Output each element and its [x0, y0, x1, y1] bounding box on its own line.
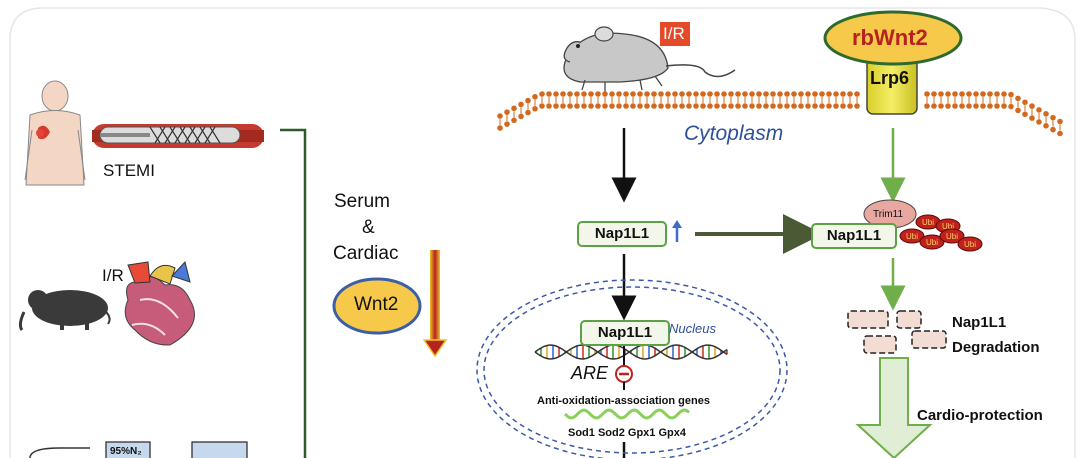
nap1l1-bound-box: Nap1L1	[811, 223, 897, 249]
svg-text:Ubi: Ubi	[906, 232, 918, 241]
bracket-line	[280, 128, 307, 458]
svg-text:Ubi: Ubi	[946, 232, 958, 241]
degraded-fragments	[847, 310, 947, 354]
mouse-silhouette-icon	[18, 290, 111, 331]
nucleus-inner	[483, 286, 781, 454]
are-label: ARE	[571, 363, 609, 383]
svg-text:Ubi: Ubi	[926, 238, 938, 247]
ir-model-label: I/R	[102, 266, 124, 285]
gas-label: 95%N₂	[110, 446, 142, 457]
ampersand-label: &	[362, 217, 375, 238]
nucleus-outer	[476, 279, 788, 458]
ir-badge	[660, 22, 690, 46]
degradation-label-line1: Nap1L1	[952, 314, 1007, 331]
gene-wave	[563, 408, 690, 420]
wnt2-down-arrow	[422, 250, 448, 358]
wnt2-label: Wnt2	[354, 294, 399, 315]
cytoplasm-label: Cytoplasm	[684, 122, 784, 145]
dna-helix	[534, 344, 728, 360]
increase-arrow-icon	[672, 220, 682, 242]
frame-outline	[9, 7, 1076, 458]
genes-list: Sod1 Sod2 Gpx1 Gpx4	[568, 427, 686, 439]
cardioprotection-arrow	[855, 357, 933, 458]
serum-label: Serum	[334, 191, 390, 212]
cardiac-label: Cardiac	[333, 243, 399, 264]
svg-text:Ubi: Ubi	[964, 240, 976, 249]
rat-icon	[563, 26, 736, 92]
nap1l1-box: Nap1L1	[577, 221, 667, 247]
trim11-label: Trim11	[873, 209, 903, 220]
lrp6-label: Lrp6	[870, 68, 910, 88]
nucleus-label: Nucleus	[669, 321, 716, 336]
svg-text:Ubi: Ubi	[922, 218, 934, 227]
rbwnt2-ellipse	[823, 10, 963, 66]
svg-text:Ubi: Ubi	[942, 222, 954, 231]
hypoxia-chamber-icon	[29, 441, 248, 458]
wnt2-oval	[332, 277, 422, 335]
degradation-label-line2: Degradation	[952, 339, 1040, 356]
rbwnt2-label: rbWnt2	[852, 25, 928, 50]
heart-icon	[124, 260, 195, 346]
artery-stent-icon	[92, 124, 264, 148]
cardioprotection-label: Cardio-protection	[917, 407, 1043, 424]
ir-badge-label: I/R	[663, 24, 685, 43]
cell-membrane	[497, 91, 1063, 137]
nap1l1-nucleus-box: Nap1L1	[580, 320, 670, 346]
stemi-label: STEMI	[103, 161, 155, 180]
human-icon	[24, 80, 86, 186]
inhibit-icon	[615, 346, 633, 390]
genes-title: Anti-oxidation-association genes	[537, 395, 710, 407]
